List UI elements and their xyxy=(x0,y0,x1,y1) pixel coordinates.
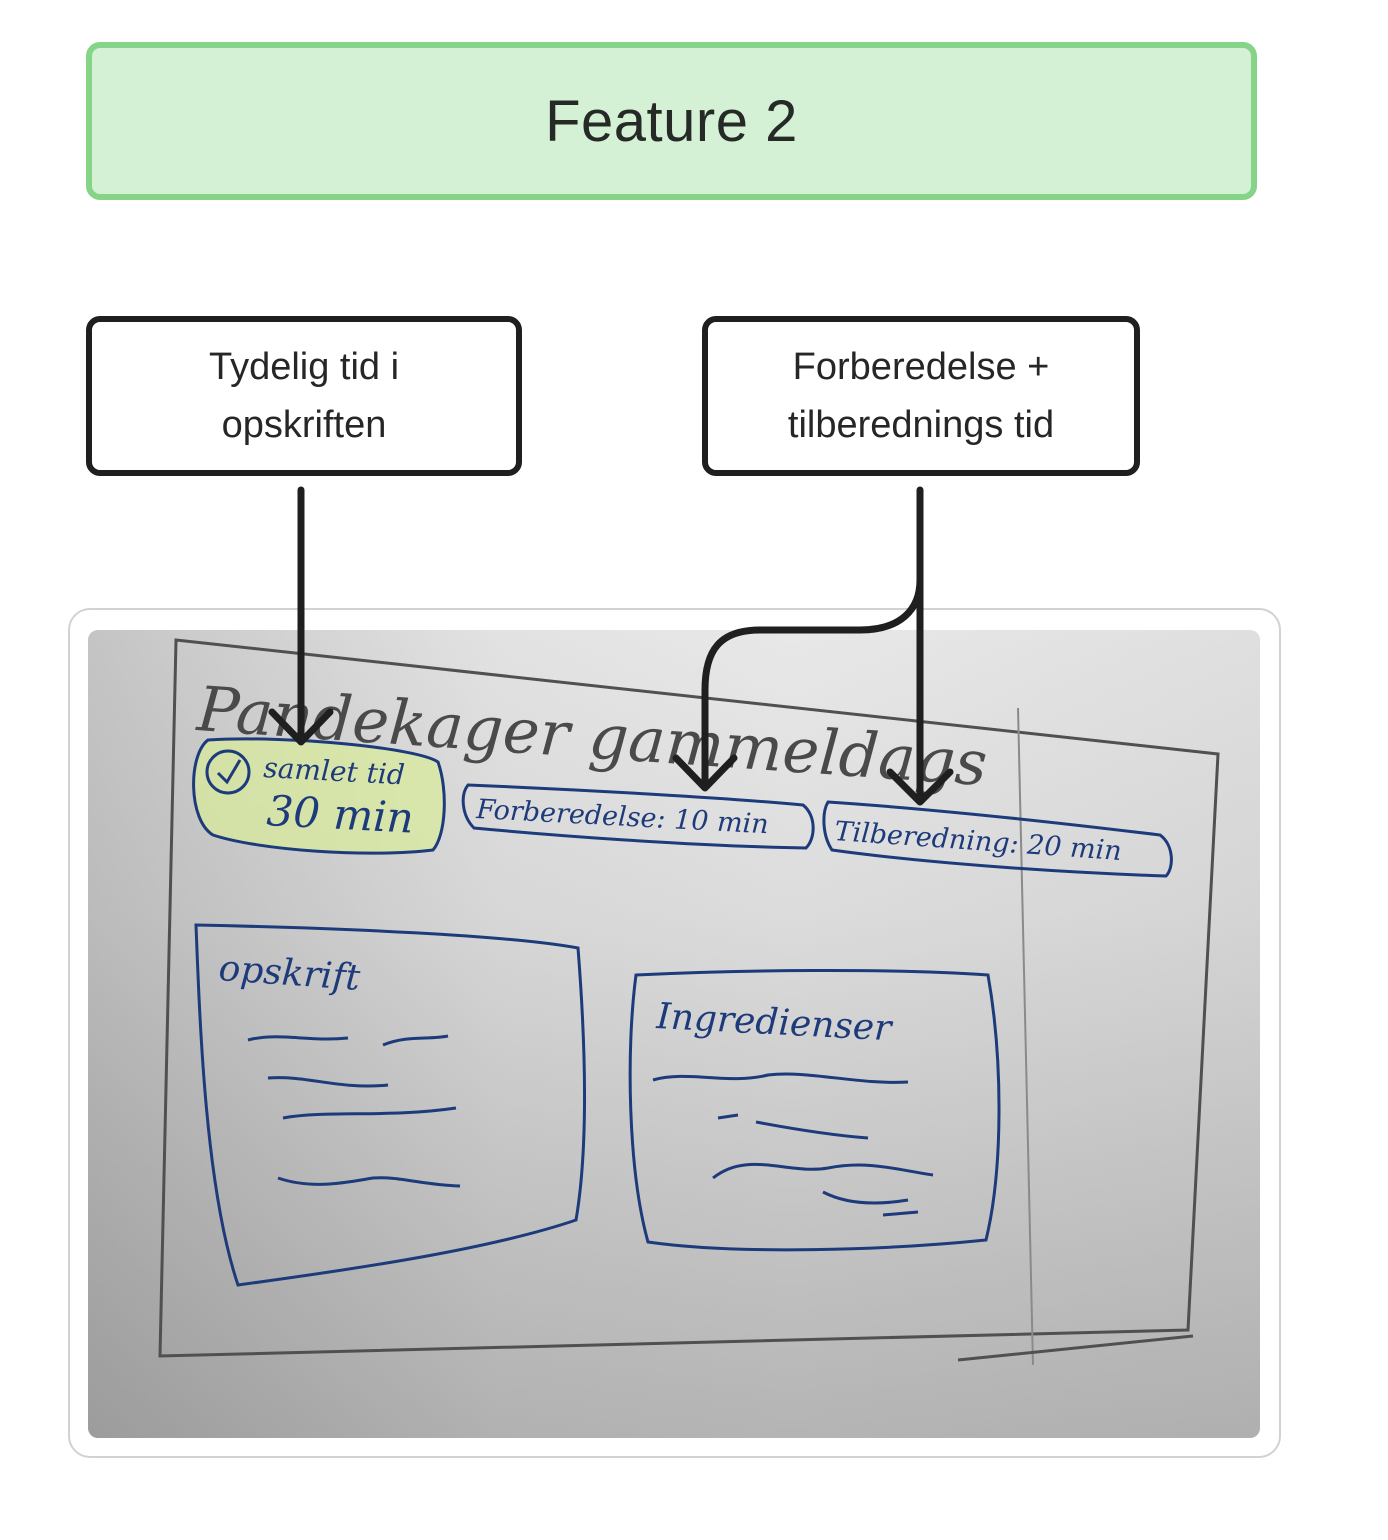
check-icon xyxy=(205,749,251,795)
total-time-value: 30 min xyxy=(265,786,414,843)
ingredients-box xyxy=(628,968,1001,1252)
sketch-drawing: Pandekager gammeldags samlet tid 30 min … xyxy=(158,638,1220,1366)
cook-time-text: Tilberedning: 20 min xyxy=(834,816,1123,867)
feature-title-box: Feature 2 xyxy=(86,42,1257,200)
sketch-side-line xyxy=(1017,707,1034,1366)
note-clear-time: Tydelig tid i opskriften xyxy=(86,316,522,476)
total-time-box xyxy=(192,737,446,855)
recipe-box-title: opskrift xyxy=(217,948,362,999)
feature-title: Feature 2 xyxy=(545,88,798,154)
note-prep-cook-time-line2: tilberednings tid xyxy=(787,404,1055,446)
prep-time-pill xyxy=(461,783,815,850)
recipe-box xyxy=(194,923,586,1287)
note-prep-cook-time-line1: Forberedelse + xyxy=(792,346,1050,388)
note-clear-time-line2: opskriften xyxy=(221,404,387,446)
sketch-photo: Pandekager gammeldags samlet tid 30 min … xyxy=(88,630,1260,1438)
cook-time-pill xyxy=(822,800,1173,878)
total-time-label: samlet tid xyxy=(263,751,406,791)
note-clear-time-line1: Tydelig tid i xyxy=(208,346,400,388)
ingredients-box-title: Ingredienser xyxy=(655,996,895,1049)
note-prep-cook-time: Forberedelse + tilberednings tid xyxy=(702,316,1140,476)
